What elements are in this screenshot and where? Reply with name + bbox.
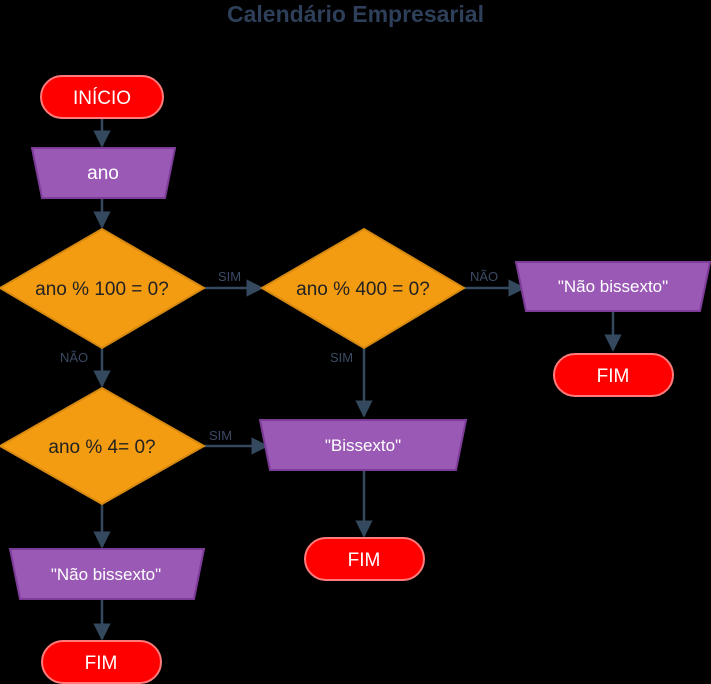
output-leap: "Bissexto" [258,419,468,471]
start-terminal: INÍCIO [40,75,164,119]
edge-label-check400-yes: SIM [330,350,353,365]
output-not-leap-right-label: "Não bissexto" [558,277,668,296]
end-terminal-middle: FIM [304,537,425,581]
input-year-label: ano [87,163,119,184]
end-right-label: FIM [597,366,630,387]
edge-label-check100-no: NÃO [60,350,88,365]
end-left-label: FIM [85,653,118,674]
decision-check-4-label: ano % 4= 0? [48,437,155,458]
end-terminal-left: FIM [41,640,162,684]
diagram-title: Calendário Empresarial [227,1,484,27]
edge-label-check400-no: NÃO [470,269,498,284]
decision-check-400-label: ano % 400 = 0? [296,279,430,300]
input-year-node: ano [30,147,177,199]
end-middle-label: FIM [348,550,381,571]
output-not-leap-left-label: "Não bissexto" [51,565,161,584]
start-label: INÍCIO [73,88,131,109]
edge-label-check100-yes: SIM [218,269,241,284]
edge-label-check4-yes: SIM [209,428,232,443]
output-leap-label: "Bissexto" [325,436,401,455]
edges [93,118,622,641]
output-not-leap-right: "Não bissexto" [514,261,711,312]
decision-check-400: ano % 400 = 0? [260,227,466,350]
decision-check-100: ano % 100 = 0? [0,227,206,350]
decision-check-100-label: ano % 100 = 0? [35,279,169,300]
end-terminal-right: FIM [553,353,674,397]
output-not-leap-left: "Não bissexto" [8,548,206,600]
decision-check-4: ano % 4= 0? [0,386,207,506]
